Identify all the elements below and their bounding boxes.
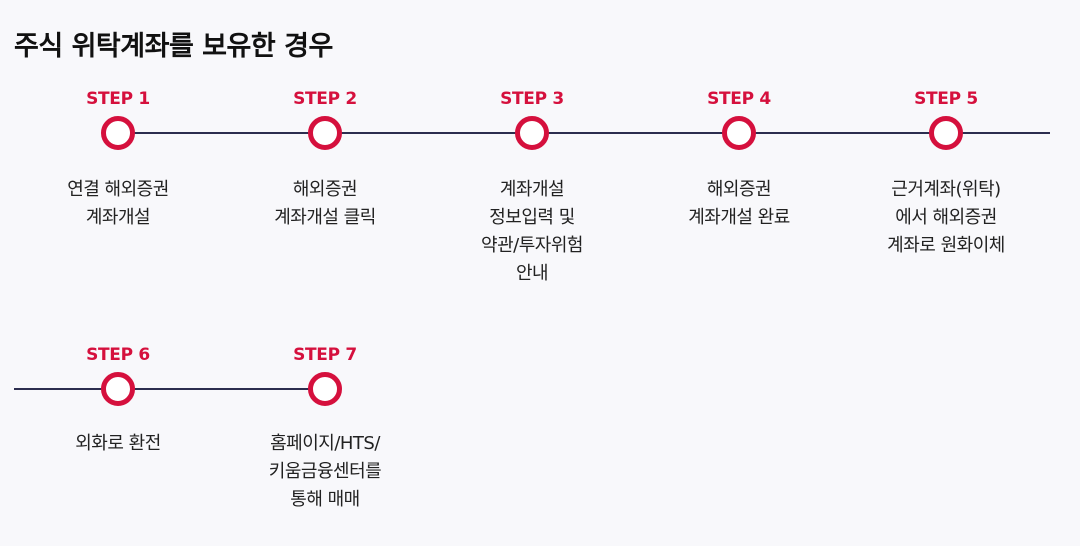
step-2-marker (308, 116, 342, 150)
step-6-marker (101, 372, 135, 406)
step-5-marker (929, 116, 963, 150)
step-2-label: STEP 2 (293, 89, 357, 109)
timeline-line-row-2 (14, 388, 325, 390)
step-7-description: 홈페이지/HTS/ 키움금융센터를 통해 매매 (268, 433, 382, 510)
page-title: 주식 위탁계좌를 보유한 경우 (14, 31, 333, 62)
step-4-marker (722, 116, 756, 150)
step-5-description: 근거계좌(위탁) 에서 해외증권 계좌로 원화이체 (887, 179, 1005, 256)
step-3-label: STEP 3 (500, 89, 564, 109)
step-7-label: STEP 7 (293, 345, 357, 365)
step-3-description: 계좌개설 정보입력 및 약관/투자위험 안내 (481, 179, 583, 284)
step-4-label: STEP 4 (707, 89, 771, 109)
step-4-description: 해외증권 계좌개설 완료 (688, 179, 790, 228)
step-1-marker (101, 116, 135, 150)
step-2-description: 해외증권 계좌개설 클릭 (274, 179, 376, 228)
step-5-label: STEP 5 (914, 89, 978, 109)
step-1-description: 연결 해외증권 계좌개설 (67, 179, 169, 228)
timeline-line-row-1 (118, 132, 1050, 134)
step-3-marker (515, 116, 549, 150)
step-1-label: STEP 1 (86, 89, 150, 109)
step-7-marker (308, 372, 342, 406)
step-6-label: STEP 6 (86, 345, 150, 365)
step-6-description: 외화로 환전 (75, 433, 161, 454)
